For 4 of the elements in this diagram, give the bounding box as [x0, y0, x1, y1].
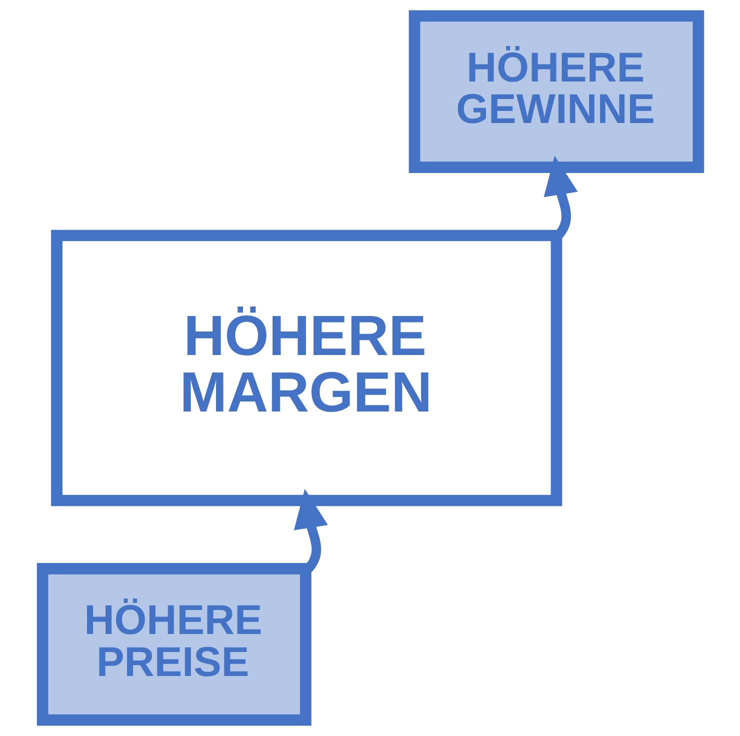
- node-box: HÖHERE PREISE: [36, 562, 311, 726]
- arrow: [543, 156, 578, 241]
- node-box: HÖHERE MARGEN: [50, 230, 562, 506]
- node-box: HÖHERE GEWINNE: [408, 10, 704, 174]
